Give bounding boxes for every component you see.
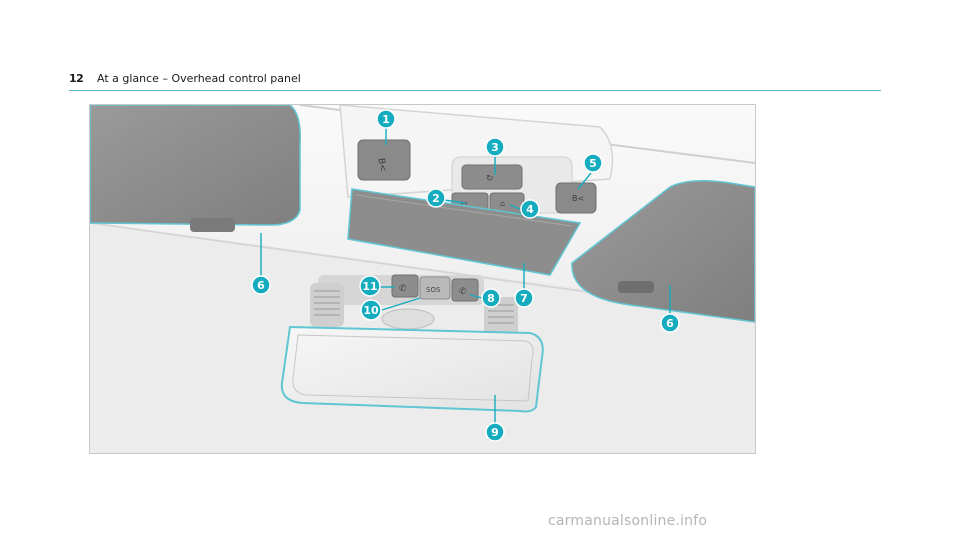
left-visor-clip [190, 218, 235, 232]
callout-9: 9 [485, 422, 505, 442]
left-speaker-grille [310, 283, 344, 327]
svg-text:2: 2 [432, 192, 440, 205]
svg-text:1: 1 [382, 113, 390, 126]
svg-text:3: 3 [491, 141, 499, 154]
overhead-lens-panel [347, 188, 582, 276]
callout-8: 8 [481, 288, 501, 308]
left-reading-lamp-button [357, 139, 411, 181]
svg-text:SOS: SOS [426, 286, 441, 294]
callout-6-left: 6 [251, 275, 271, 295]
interior-lighting-button [461, 164, 523, 190]
svg-text:6: 6 [257, 279, 265, 292]
svg-text:7: 7 [520, 292, 528, 305]
callout-10: 10 [360, 299, 382, 321]
svg-text:9: 9 [491, 426, 499, 439]
svg-text:✆: ✆ [459, 287, 467, 297]
right-visor-clip [618, 281, 654, 293]
svg-text:11: 11 [362, 280, 377, 293]
page-header: 12 At a glance – Overhead control panel [69, 72, 881, 91]
mirror-mount [381, 308, 435, 330]
svg-text:5: 5 [589, 157, 597, 170]
right-sun-visor [571, 180, 755, 323]
callout-2: 2 [426, 188, 446, 208]
callout-5: 5 [583, 153, 603, 173]
page-title: At a glance – Overhead control panel [97, 72, 301, 85]
svg-text:✆: ✆ [399, 284, 407, 294]
watermark: carmanualsonline.info [548, 513, 708, 529]
callout-1: 1 [376, 109, 396, 129]
phone-call-button [391, 274, 419, 298]
svg-text:B<: B< [572, 194, 584, 203]
sos-button [419, 276, 451, 300]
svg-text:B<: B< [375, 157, 387, 172]
svg-text:4: 4 [526, 203, 534, 216]
overhead-control-panel-illustration: B< ↻ ✂ ⌂ B< ✆ SOS ✆ [89, 104, 756, 454]
svg-text:10: 10 [363, 304, 379, 317]
svg-text:↻: ↻ [486, 174, 494, 184]
callout-11: 11 [359, 275, 381, 297]
rear-view-mirror [280, 325, 544, 413]
svg-text:8: 8 [487, 292, 495, 305]
callout-3: 3 [485, 137, 505, 157]
callout-4: 4 [520, 199, 540, 219]
svg-text:6: 6 [666, 317, 674, 330]
svg-text:⌂: ⌂ [500, 199, 505, 208]
left-sun-visor [90, 105, 302, 226]
page-number: 12 [69, 72, 84, 85]
right-reading-lamp-button [555, 182, 597, 214]
callout-7: 7 [514, 288, 534, 308]
callout-6-right: 6 [660, 313, 680, 333]
